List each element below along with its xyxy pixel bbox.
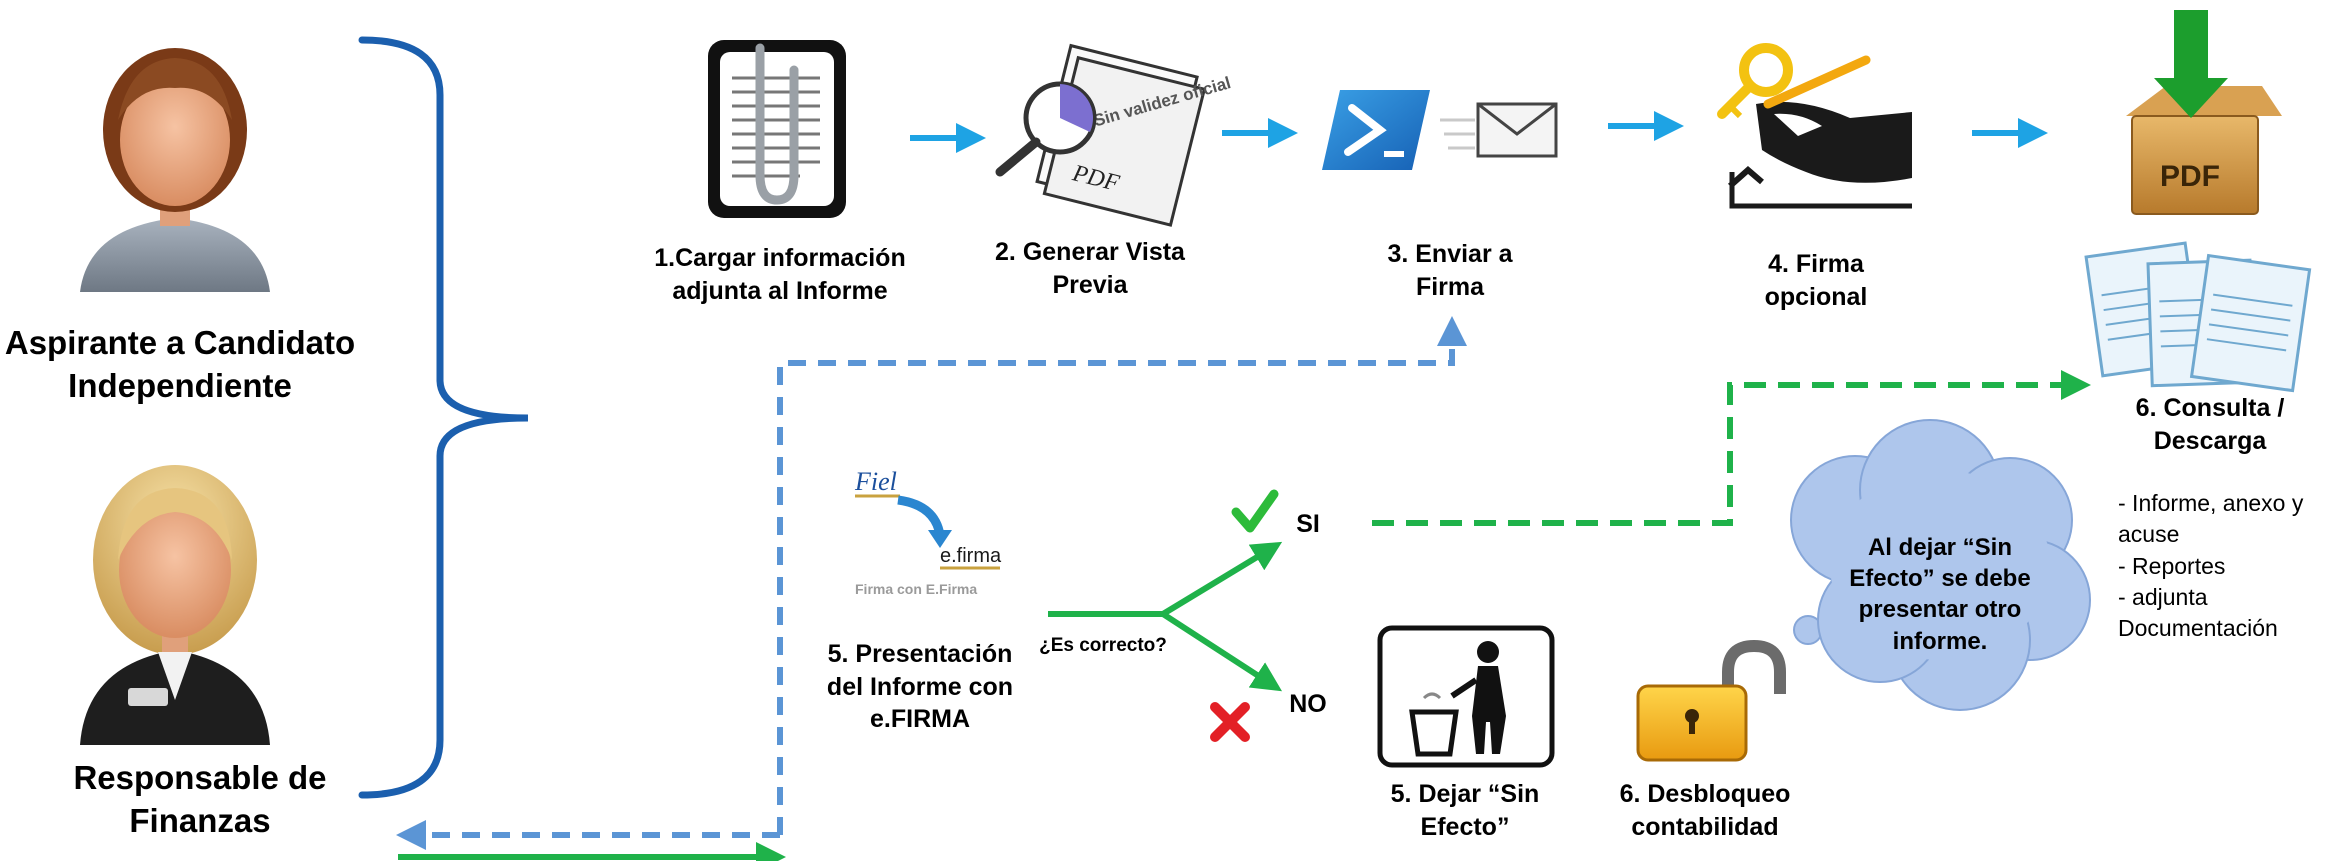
unlocked-padlock-icon [1636, 639, 1786, 762]
preview-magnifier-icon: PDF Sin validez oficial [995, 43, 1233, 227]
efirma-text: e.firma [940, 545, 1002, 567]
green-dashed-path [1372, 370, 2091, 526]
actors-bracket [358, 36, 529, 799]
cross-icon [1210, 702, 1250, 742]
pdf-download-box-icon: PDF [2126, 10, 2282, 215]
question-label: ¿Es correcto? [1039, 635, 1167, 656]
check-icon [1231, 489, 1279, 533]
download-items-list: - Informe, anexo y acuse - Reportes - ad… [2118, 490, 2304, 642]
pdf-label: PDF [2160, 160, 2220, 193]
firma-con-text: Firma con E.Firma [855, 581, 977, 597]
trash-bin-icon [1377, 625, 1555, 768]
dashed-return-path [777, 316, 1467, 835]
step-6-label: 6. Consulta /Descarga [2135, 394, 2285, 455]
send-signature-icon [1322, 90, 1558, 170]
top-flow-arrows [910, 111, 2048, 153]
signing-hand-key-icon [1717, 43, 1912, 209]
fiel-text: Fiel [854, 467, 897, 496]
no-label: NO [1289, 690, 1327, 718]
candidate-avatar-icon [80, 48, 270, 292]
decision-fork [1048, 541, 1283, 692]
yes-label: SI [1296, 510, 1320, 538]
document-clip-icon [708, 40, 846, 218]
fiel-efirma-icon: Fiel e.firma Firma con E.Firma [854, 467, 1002, 597]
finance-officer-avatar-icon [80, 465, 270, 745]
documents-stack-icon [2084, 241, 2312, 393]
thought-cloud [1790, 419, 2091, 711]
